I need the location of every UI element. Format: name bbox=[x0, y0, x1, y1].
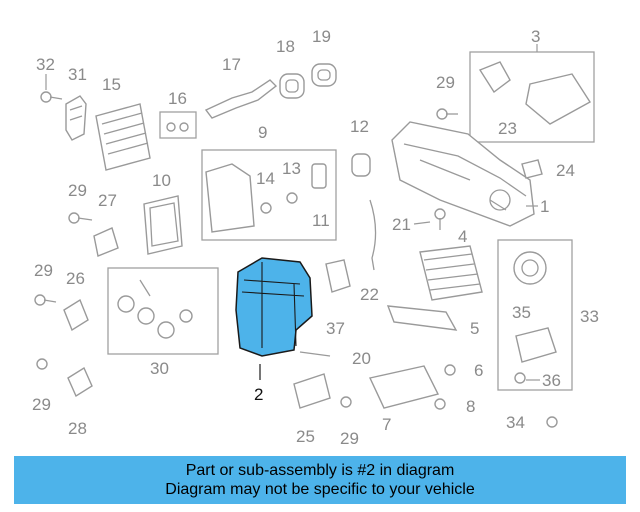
bracket-28[interactable] bbox=[67, 366, 93, 398]
gear-30a[interactable] bbox=[117, 295, 135, 313]
callout-11: 11 bbox=[312, 211, 330, 230]
seal-19[interactable] bbox=[311, 63, 337, 87]
callout-13: 13 bbox=[282, 159, 301, 178]
callout-33: 33 bbox=[580, 307, 599, 326]
door-23[interactable] bbox=[478, 61, 511, 94]
callout-37: 37 bbox=[326, 319, 345, 338]
kit-box-3 bbox=[469, 51, 595, 143]
callout-8: 8 bbox=[466, 397, 475, 416]
callout-25: 25 bbox=[296, 427, 315, 446]
banner-line-2: Diagram may not be specific to your vehi… bbox=[165, 481, 475, 498]
callout-34: 34 bbox=[506, 413, 525, 432]
callout-6: 6 bbox=[474, 361, 483, 380]
callout-3: 3 bbox=[531, 27, 540, 46]
callout-2: 2 bbox=[254, 385, 263, 404]
kit-box-30 bbox=[107, 267, 219, 355]
callout-26: 26 bbox=[66, 269, 85, 288]
callout-35: 35 bbox=[512, 303, 531, 322]
callout-28: 28 bbox=[68, 419, 87, 438]
bolt-29a[interactable] bbox=[436, 108, 448, 120]
sensor-12[interactable] bbox=[351, 153, 371, 177]
kit-box-16 bbox=[159, 111, 197, 139]
bolt-29d[interactable] bbox=[340, 396, 352, 408]
banner-line-1: Part or sub-assembly is #2 in diagram bbox=[185, 462, 455, 479]
actuator-37[interactable] bbox=[325, 259, 351, 293]
callout-12: 12 bbox=[350, 117, 369, 136]
callout-7: 7 bbox=[382, 415, 391, 434]
clip-16a[interactable] bbox=[166, 122, 176, 132]
drain-hose-22[interactable] bbox=[369, 199, 377, 271]
motor-11[interactable] bbox=[311, 163, 327, 189]
case-9[interactable] bbox=[205, 163, 255, 233]
bracket-7[interactable] bbox=[368, 365, 440, 409]
bolt-29e[interactable] bbox=[36, 358, 48, 370]
callout-30: 30 bbox=[150, 359, 169, 378]
filter-10[interactable] bbox=[143, 195, 183, 255]
heater-unit-1[interactable] bbox=[391, 121, 535, 227]
clip-14[interactable] bbox=[260, 202, 272, 214]
clip-13[interactable] bbox=[286, 192, 298, 204]
foam-3[interactable] bbox=[525, 73, 591, 125]
bolt-20[interactable] bbox=[299, 351, 331, 357]
kit-box-9 bbox=[201, 149, 337, 241]
callout-20: 20 bbox=[352, 349, 371, 368]
callout-29c: 29 bbox=[34, 261, 53, 280]
callout-27: 27 bbox=[98, 191, 117, 210]
callout-19: 19 bbox=[312, 27, 331, 46]
parts-diagram: 32 31 15 16 17 18 19 3 23 29 1 bbox=[32, 27, 599, 448]
screw-8[interactable] bbox=[434, 398, 446, 410]
callout-29a: 29 bbox=[436, 73, 455, 92]
gear-30c[interactable] bbox=[157, 321, 175, 339]
callout-29b: 29 bbox=[68, 181, 87, 200]
screw-34[interactable] bbox=[546, 416, 558, 428]
callout-10: 10 bbox=[152, 171, 171, 190]
callout-22: 22 bbox=[360, 285, 379, 304]
callout-31: 31 bbox=[68, 65, 87, 84]
gear-30b[interactable] bbox=[137, 307, 155, 325]
callout-32: 32 bbox=[36, 55, 55, 74]
callout-21: 21 bbox=[392, 215, 411, 234]
callout-29d: 29 bbox=[340, 429, 359, 448]
bolt-21[interactable] bbox=[434, 208, 446, 220]
gear-30d[interactable] bbox=[179, 309, 193, 323]
seal-18[interactable] bbox=[279, 73, 305, 99]
resistor-35[interactable] bbox=[515, 327, 557, 363]
bracket-26[interactable] bbox=[63, 298, 89, 332]
callout-17: 17 bbox=[222, 55, 241, 74]
callout-5: 5 bbox=[470, 319, 479, 338]
callout-15: 15 bbox=[102, 75, 121, 94]
bolt-32[interactable] bbox=[40, 91, 63, 103]
callout-18: 18 bbox=[276, 37, 295, 56]
clip-16b[interactable] bbox=[179, 122, 189, 132]
screw-6[interactable] bbox=[444, 364, 456, 376]
bracket-27[interactable] bbox=[93, 227, 119, 257]
kit-box-33 bbox=[497, 239, 573, 391]
clip-24[interactable] bbox=[521, 159, 543, 179]
evaporator-4[interactable] bbox=[419, 245, 483, 301]
callout-1: 1 bbox=[540, 197, 549, 216]
seal-5[interactable] bbox=[386, 305, 458, 331]
callout-36: 36 bbox=[542, 371, 561, 390]
callout-9: 9 bbox=[258, 123, 267, 142]
module-25[interactable] bbox=[293, 373, 331, 409]
bolt-29b[interactable] bbox=[68, 212, 80, 224]
info-banner: Part or sub-assembly is #2 in diagram Di… bbox=[14, 456, 626, 504]
duct-17[interactable] bbox=[204, 79, 278, 119]
callout-23: 23 bbox=[498, 119, 517, 138]
bracket-31[interactable] bbox=[65, 95, 87, 141]
callout-24: 24 bbox=[556, 161, 575, 180]
blower-motor[interactable] bbox=[513, 251, 547, 285]
heater-case-2[interactable] bbox=[235, 257, 313, 357]
callout-29e: 29 bbox=[32, 395, 51, 414]
callout-4: 4 bbox=[458, 227, 467, 246]
callout-16: 16 bbox=[168, 89, 187, 108]
bolt-29c[interactable] bbox=[34, 294, 46, 306]
filter-15[interactable] bbox=[95, 103, 151, 171]
screw-36[interactable] bbox=[514, 372, 526, 384]
callout-14: 14 bbox=[256, 169, 275, 188]
